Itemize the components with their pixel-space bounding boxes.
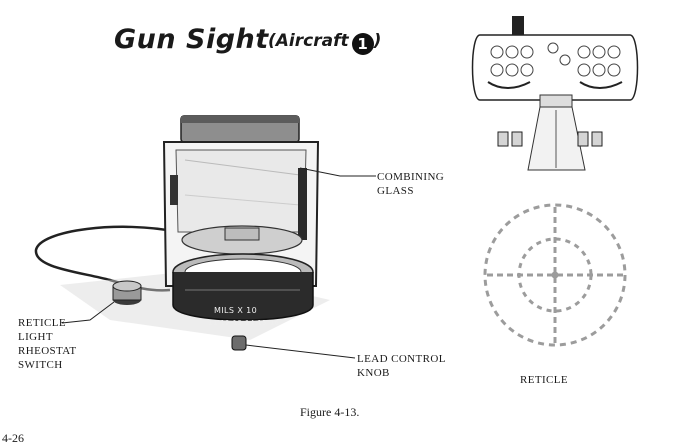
combining-glass-line2: GLASS [377, 185, 414, 197]
rheostat-line1: RETICLE [18, 317, 67, 329]
lead-control-line2: KNOB [357, 367, 390, 379]
rheostat-line2: LIGHT [18, 331, 53, 343]
page-title: Gun Sight [114, 24, 269, 55]
gun-sight-illustration [34, 115, 330, 351]
reticle-label: RETICLE [520, 374, 569, 386]
reticle-illustration [483, 203, 627, 347]
leader-lines [61, 167, 376, 359]
lead-control-knob-label: LEAD CONTROL KNOB [357, 352, 446, 380]
rheostat-line3: RHEOSTAT [18, 345, 77, 357]
dial-numbers-label: 11 12 13 14 15 16 [208, 319, 280, 327]
combining-glass-label: COMBINING GLASS [377, 170, 444, 198]
rheostat-switch-label: RETICLE LIGHT RHEOSTAT SWITCH [18, 316, 77, 372]
dial-mils-label: MILS X 10 [214, 306, 258, 315]
figure-caption: Figure 4-13. [300, 405, 360, 419]
page-number: 4-26 [2, 431, 24, 445]
cockpit-inset-illustration [471, 16, 639, 171]
aircraft-number-badge: 1 [351, 33, 374, 55]
lead-control-line1: LEAD CONTROL [357, 353, 446, 365]
combining-glass-line1: COMBINING [377, 171, 445, 183]
rheostat-line4: SWITCH [18, 359, 63, 371]
subtitle-prefix: (Aircraft [268, 31, 349, 51]
subtitle-suffix: ) [373, 31, 382, 51]
